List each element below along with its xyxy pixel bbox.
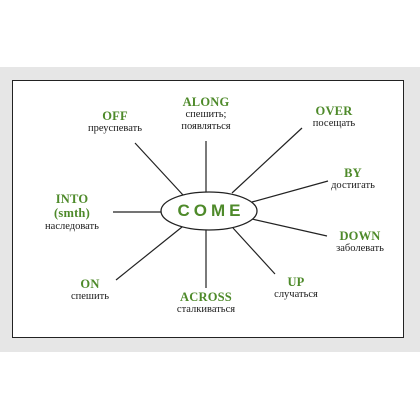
node-across: ACROSS сталкиваться xyxy=(158,290,254,316)
translation-along-line2: появляться xyxy=(181,121,231,133)
translation-across: сталкиваться xyxy=(176,304,236,316)
node-on: ON спешить xyxy=(55,277,125,303)
prep-along: ALONG xyxy=(182,95,230,109)
prep-off: OFF xyxy=(102,109,128,123)
prep-by: BY xyxy=(344,166,362,180)
prep-over: OVER xyxy=(315,104,353,118)
prep-into-line2: (smth) xyxy=(54,206,90,221)
prep-across: ACROSS xyxy=(180,290,232,304)
connector-up xyxy=(232,227,276,275)
center-word: COME xyxy=(177,201,245,220)
connector-by xyxy=(251,180,329,203)
translation-by: достигать xyxy=(331,180,375,192)
node-off: OFF преуспевать xyxy=(70,109,160,135)
translation-into: наследовать xyxy=(45,220,99,232)
prep-down: DOWN xyxy=(339,229,381,243)
connector-on xyxy=(115,226,183,281)
connector-over xyxy=(231,127,303,194)
translation-over: посещать xyxy=(312,118,356,130)
node-along: ALONG спешить; появляться xyxy=(160,95,252,134)
prep-into-line1: INTO xyxy=(55,192,89,206)
translation-on: спешить xyxy=(70,291,110,303)
node-over: OVER посещать xyxy=(290,104,378,130)
connector-down xyxy=(251,218,328,237)
prep-up: UP xyxy=(287,275,305,289)
prep-on: ON xyxy=(80,277,100,291)
translation-up: случаться xyxy=(274,289,318,301)
node-by: BY достигать xyxy=(310,166,396,192)
node-into: INTO (smth) наследовать xyxy=(20,192,124,233)
center-ellipse xyxy=(160,191,258,231)
node-down: DOWN заболевать xyxy=(318,229,402,255)
node-up: UP случаться xyxy=(256,275,336,301)
translation-down: заболевать xyxy=(336,243,384,255)
connector-off xyxy=(134,142,184,196)
translation-along-line1: спешить; xyxy=(185,109,227,121)
translation-off: преуспевать xyxy=(87,123,143,135)
